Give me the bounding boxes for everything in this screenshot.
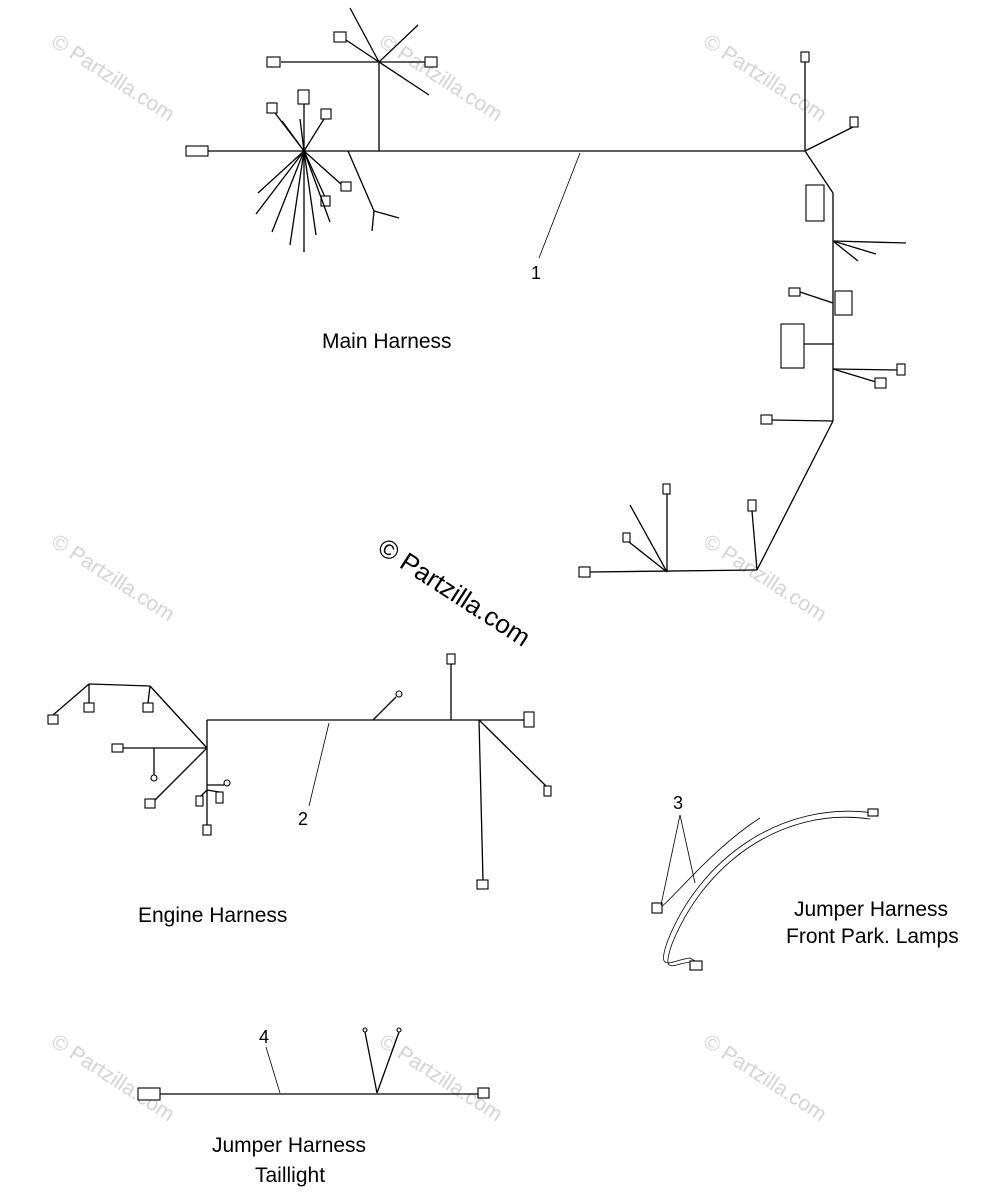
main-upper-branch bbox=[266, 7, 438, 151]
connector bbox=[137, 1087, 161, 1101]
watermark-main: © Partzilla.com bbox=[373, 532, 536, 653]
connector bbox=[477, 1087, 490, 1099]
connector bbox=[689, 960, 703, 971]
main-y-branch bbox=[347, 150, 400, 232]
jumper-front-label-line2: Front Park. Lamps bbox=[786, 925, 959, 948]
watermark-faint: © Partzilla.com bbox=[47, 30, 178, 126]
callout-3: 3 bbox=[673, 793, 683, 813]
main-right-run bbox=[578, 51, 907, 578]
jumper-harness-front-park-lamps: 3 Jumper Harness Front Park. Lamps bbox=[651, 793, 959, 971]
callout-1: 1 bbox=[531, 263, 541, 283]
callout-2: 2 bbox=[298, 809, 308, 829]
engine-harness-label: Engine Harness bbox=[138, 904, 287, 927]
jumper-tail-label-line1: Jumper Harness bbox=[212, 1134, 366, 1157]
engine-harness: 2 Engine Harness bbox=[47, 653, 552, 927]
watermark-faint: © Partzilla.com bbox=[47, 1030, 178, 1126]
watermark-faint: © Partzilla.com bbox=[699, 30, 830, 126]
jumper-harness-taillight: 4 Jumper Harness Taillight bbox=[137, 1027, 490, 1187]
connector bbox=[867, 808, 879, 817]
main-harness-label: Main Harness bbox=[322, 330, 452, 353]
main-starburst-branches bbox=[255, 89, 352, 252]
main-harness: 1 Main Harness bbox=[185, 7, 907, 578]
watermark-faint: © Partzilla.com bbox=[47, 530, 178, 626]
watermark-faint: © Partzilla.com bbox=[699, 1030, 830, 1126]
connector bbox=[651, 902, 663, 914]
connector bbox=[185, 145, 209, 157]
watermark-faint: © Partzilla.com bbox=[699, 530, 830, 626]
callout-4: 4 bbox=[259, 1027, 269, 1047]
watermark-faint: © Partzilla.com bbox=[375, 30, 506, 126]
jumper-tail-label-line2: Taillight bbox=[255, 1164, 325, 1187]
jumper-front-label-line1: Jumper Harness bbox=[794, 898, 948, 921]
